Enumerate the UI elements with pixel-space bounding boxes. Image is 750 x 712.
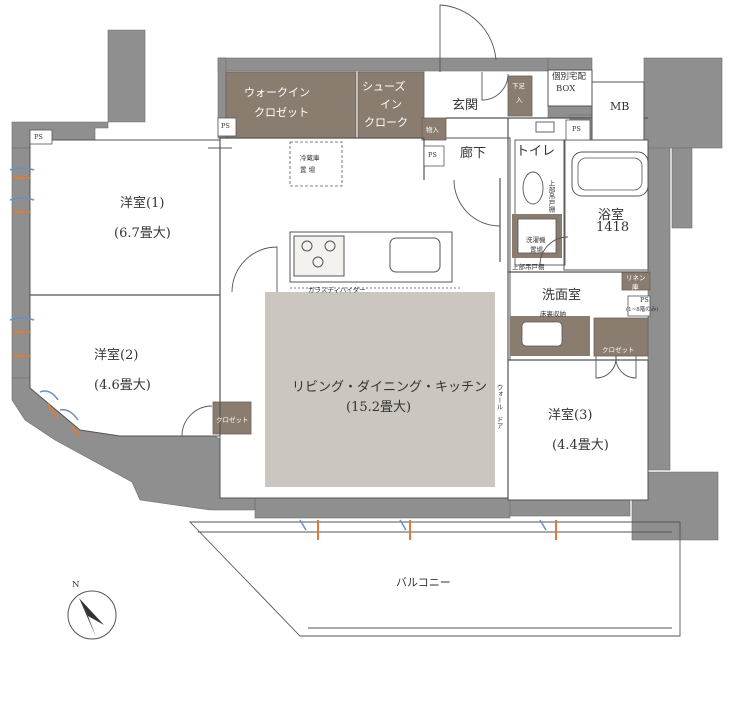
- western1-name: 洋室(1): [120, 196, 165, 211]
- bath-area: [563, 139, 649, 271]
- shoe-box-line1: 下足: [512, 82, 525, 90]
- kitchen-counter: [289, 231, 453, 283]
- north-label: N: [72, 580, 80, 590]
- corridor-label: 廊下: [460, 146, 487, 161]
- western3-size: (4.4畳大): [552, 438, 609, 453]
- shoes-closet-line3: クローク: [364, 116, 408, 129]
- ps-label-3: PS: [428, 151, 437, 159]
- western2-name: 洋室(2): [94, 348, 139, 363]
- ps-label-5: PS: [640, 296, 649, 304]
- shoes-closet-line1: シューズ: [362, 80, 406, 93]
- western2-size: (4.6畳大): [94, 378, 151, 393]
- delivery-box-line2: BOX: [556, 84, 576, 94]
- ps-label-4: PS: [572, 125, 581, 133]
- wall-door-line2: ドア: [495, 416, 503, 429]
- walk-in-closet-line1: ウォークイン: [244, 86, 310, 99]
- compass-icon: [67, 590, 117, 640]
- utility-boxes: [547, 69, 645, 141]
- door-swings: [181, 4, 637, 437]
- washroom-label: 洗面室: [542, 288, 582, 303]
- under-floor-label: 床裏収納: [540, 310, 566, 318]
- interior-walls: [30, 117, 648, 500]
- walk-in-closet-line2: クロゼット: [254, 106, 309, 119]
- ps-boxes: [29, 117, 651, 317]
- windows: [9, 167, 547, 531]
- bath-name: 浴室: [598, 208, 625, 223]
- delivery-box-line1: 個別宅配: [552, 72, 587, 82]
- bath-size: 1418: [596, 220, 630, 235]
- shoe-box-line2: 入: [516, 96, 523, 104]
- upper-cabinet-label: 上部吊戸棚: [512, 263, 545, 271]
- wall-door-line1: ウォール: [495, 384, 503, 410]
- glass-divider-label: ガラスディバイダー: [308, 286, 366, 294]
- ldk-size: (15.2畳大): [346, 400, 412, 415]
- fridge-line2: 置 場: [300, 166, 316, 174]
- balcony-label: バルコニー: [396, 576, 451, 589]
- linen-line2: 庫: [632, 283, 639, 291]
- shoes-closet-line2: イン: [380, 98, 402, 111]
- washer-line2: 置場: [530, 246, 543, 254]
- storage-areas: [212, 71, 651, 435]
- ps-note: (1~8階のみ): [626, 307, 659, 313]
- ldk-name: リビング・ダイニング・キッチン: [292, 380, 488, 395]
- vanity-basin: [521, 321, 563, 347]
- linen-line1: リネン: [626, 274, 646, 282]
- window-frames: [14, 177, 557, 540]
- ldk-floor: [265, 292, 495, 487]
- western1-size: (6.7畳大): [114, 226, 171, 241]
- washer-line1: 洗濯機: [526, 236, 546, 244]
- washer-area: [512, 214, 562, 258]
- closet-label-3: クロゼット: [602, 346, 635, 354]
- exterior-walls: [11, 29, 723, 541]
- ps-label-2: PS: [221, 122, 230, 130]
- entrance-label: 玄関: [452, 98, 479, 113]
- fridge-space: [289, 141, 343, 187]
- upper-cabinet-vertical: 上部吊戸棚: [547, 180, 555, 213]
- western3-name: 洋室(3): [548, 408, 593, 423]
- stove-icon: [301, 240, 336, 268]
- toilet-label: トイレ: [516, 144, 556, 159]
- closet-label-2: クロゼット: [216, 416, 249, 424]
- balcony-area: [188, 521, 681, 637]
- ps-label-1: PS: [34, 133, 43, 141]
- fridge-line1: 冷蔵庫: [300, 154, 320, 162]
- mb-label: MB: [610, 100, 630, 113]
- storage-small-label: 物入: [426, 126, 439, 134]
